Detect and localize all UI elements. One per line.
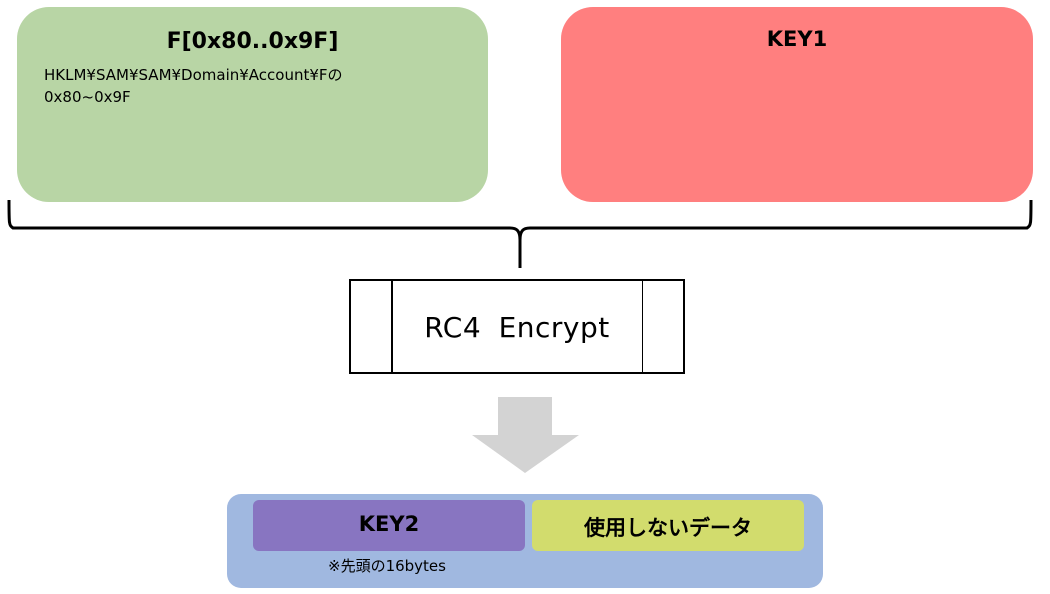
arrow-shape xyxy=(472,397,579,473)
key2-note: ※先頭の16bytes xyxy=(328,557,446,575)
key1-title: KEY1 xyxy=(766,27,828,51)
f-range-description-line1: HKLM¥SAM¥SAM¥Domain¥Account¥Fの xyxy=(44,66,343,84)
key1-box: KEY1 xyxy=(561,7,1033,202)
process-left-bar xyxy=(391,281,393,372)
process-right-bar xyxy=(641,281,643,372)
rc4-encrypt-label: RC4 Encrypt xyxy=(424,311,610,344)
f-range-description: HKLM¥SAM¥SAM¥Domain¥Account¥Fの 0x80~0x9F xyxy=(44,64,343,108)
rc4-encrypt-process: RC4 Encrypt xyxy=(349,279,685,374)
unused-data-box: 使用しないデータ xyxy=(532,500,804,551)
key2-box: KEY2 xyxy=(253,500,525,551)
down-arrow-icon xyxy=(472,397,579,473)
brace-path xyxy=(7,199,1033,268)
key2-label: KEY2 xyxy=(358,512,420,536)
curly-brace-connector xyxy=(7,199,1033,268)
f-range-description-line2: 0x80~0x9F xyxy=(44,88,131,106)
unused-data-label: 使用しないデータ xyxy=(584,516,752,540)
f-range-title: F[0x80..0x9F] xyxy=(166,29,339,54)
f-range-box: F[0x80..0x9F] HKLM¥SAM¥SAM¥Domain¥Accoun… xyxy=(17,7,488,202)
